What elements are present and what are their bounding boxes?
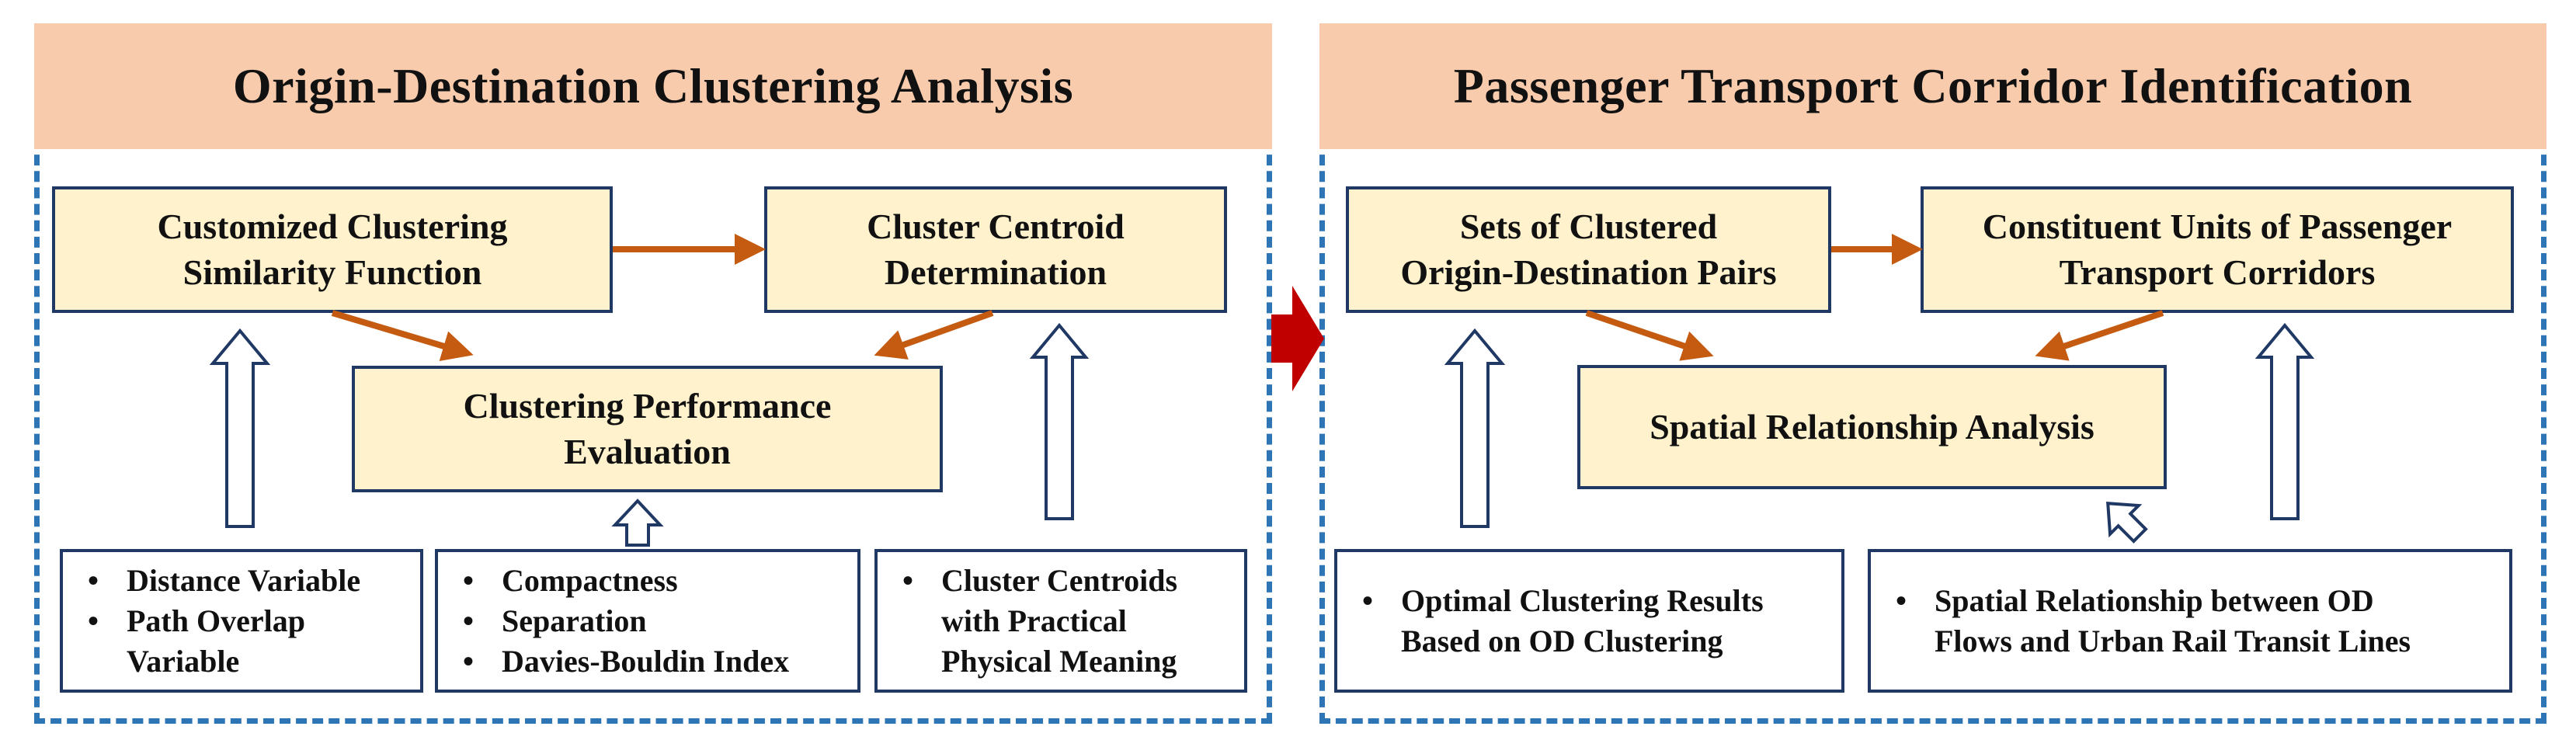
list-item: Separation	[463, 601, 789, 641]
list-item: Davies-Bouldin Index	[463, 641, 789, 682]
list-item: Compactness	[463, 561, 789, 601]
variables-list-box: Distance Variable Path Overlap Variable	[60, 549, 423, 693]
centroids-list: Cluster Centroids with Practical Physica…	[902, 561, 1177, 682]
variables-up-arrow	[209, 328, 271, 528]
optimal-results-up-arrow	[1444, 328, 1506, 528]
spatial-relationship-list-box: Spatial Relationship between OD Flows an…	[1868, 549, 2512, 693]
left-panel-title-text: Origin-Destination Clustering Analysis	[232, 58, 1074, 113]
clustered-od-pairs-box: Sets of Clustered Origin-Destination Pai…	[1346, 186, 1831, 313]
spatial-relationship-list: Spatial Relationship between OD Flows an…	[1896, 581, 2411, 662]
centroids-up-arrow	[1029, 322, 1090, 520]
optimal-results-list-box: Optimal Clustering Results Based on OD C…	[1334, 549, 1844, 693]
performance-evaluation-box: Clustering Performance Evaluation	[352, 366, 943, 492]
optimal-results-list: Optimal Clustering Results Based on OD C…	[1362, 581, 1764, 662]
corridor-units-label: Constituent Units of Passenger Transport…	[1982, 206, 2453, 292]
centroid-determination-label: Cluster Centroid Determination	[867, 206, 1125, 292]
performance-evaluation-label: Clustering Performance Evaluation	[463, 385, 832, 471]
list-item: Spatial Relationship between OD Flows an…	[1896, 581, 2411, 662]
left-panel-title: Origin-Destination Clustering Analysis	[34, 23, 1272, 149]
metrics-up-arrow	[611, 499, 664, 547]
centroid-to-evaluation-arrow	[874, 310, 994, 360]
centroids-list-box: Cluster Centroids with Practical Physica…	[874, 549, 1247, 693]
sets-to-spatial-arrow	[1585, 310, 1714, 361]
centroid-determination-box: Cluster Centroid Determination	[764, 186, 1227, 313]
list-item: Cluster Centroids with Practical Physica…	[902, 561, 1177, 682]
metrics-list: Compactness Separation Davies-Bouldin In…	[463, 561, 789, 682]
corridor-units-box: Constituent Units of Passenger Transport…	[1921, 186, 2514, 313]
list-item: Distance Variable	[88, 561, 360, 601]
metrics-list-box: Compactness Separation Davies-Bouldin In…	[435, 549, 860, 693]
right-panel-title-text: Passenger Transport Corridor Identificat…	[1453, 58, 2413, 113]
units-to-spatial-arrow	[2035, 310, 2164, 361]
list-item: Optimal Clustering Results Based on OD C…	[1362, 581, 1764, 662]
spatial-analysis-box: Spatial Relationship Analysis	[1577, 365, 2167, 489]
similarity-to-evaluation-arrow	[331, 310, 474, 361]
similarity-function-label: Customized Clustering Similarity Functio…	[157, 206, 508, 292]
clustered-od-pairs-label: Sets of Clustered Origin-Destination Pai…	[1400, 206, 1777, 292]
variables-list: Distance Variable Path Overlap Variable	[88, 561, 360, 682]
right-panel-title: Passenger Transport Corridor Identificat…	[1319, 23, 2546, 149]
diagonal-up-arrow	[2106, 502, 2148, 544]
list-item: Path Overlap Variable	[88, 601, 360, 682]
spatial-analysis-label: Spatial Relationship Analysis	[1650, 406, 2095, 446]
relationship-up-arrow	[2254, 322, 2315, 520]
transition-arrow	[1271, 286, 1324, 391]
similarity-function-box: Customized Clustering Similarity Functio…	[52, 186, 613, 313]
